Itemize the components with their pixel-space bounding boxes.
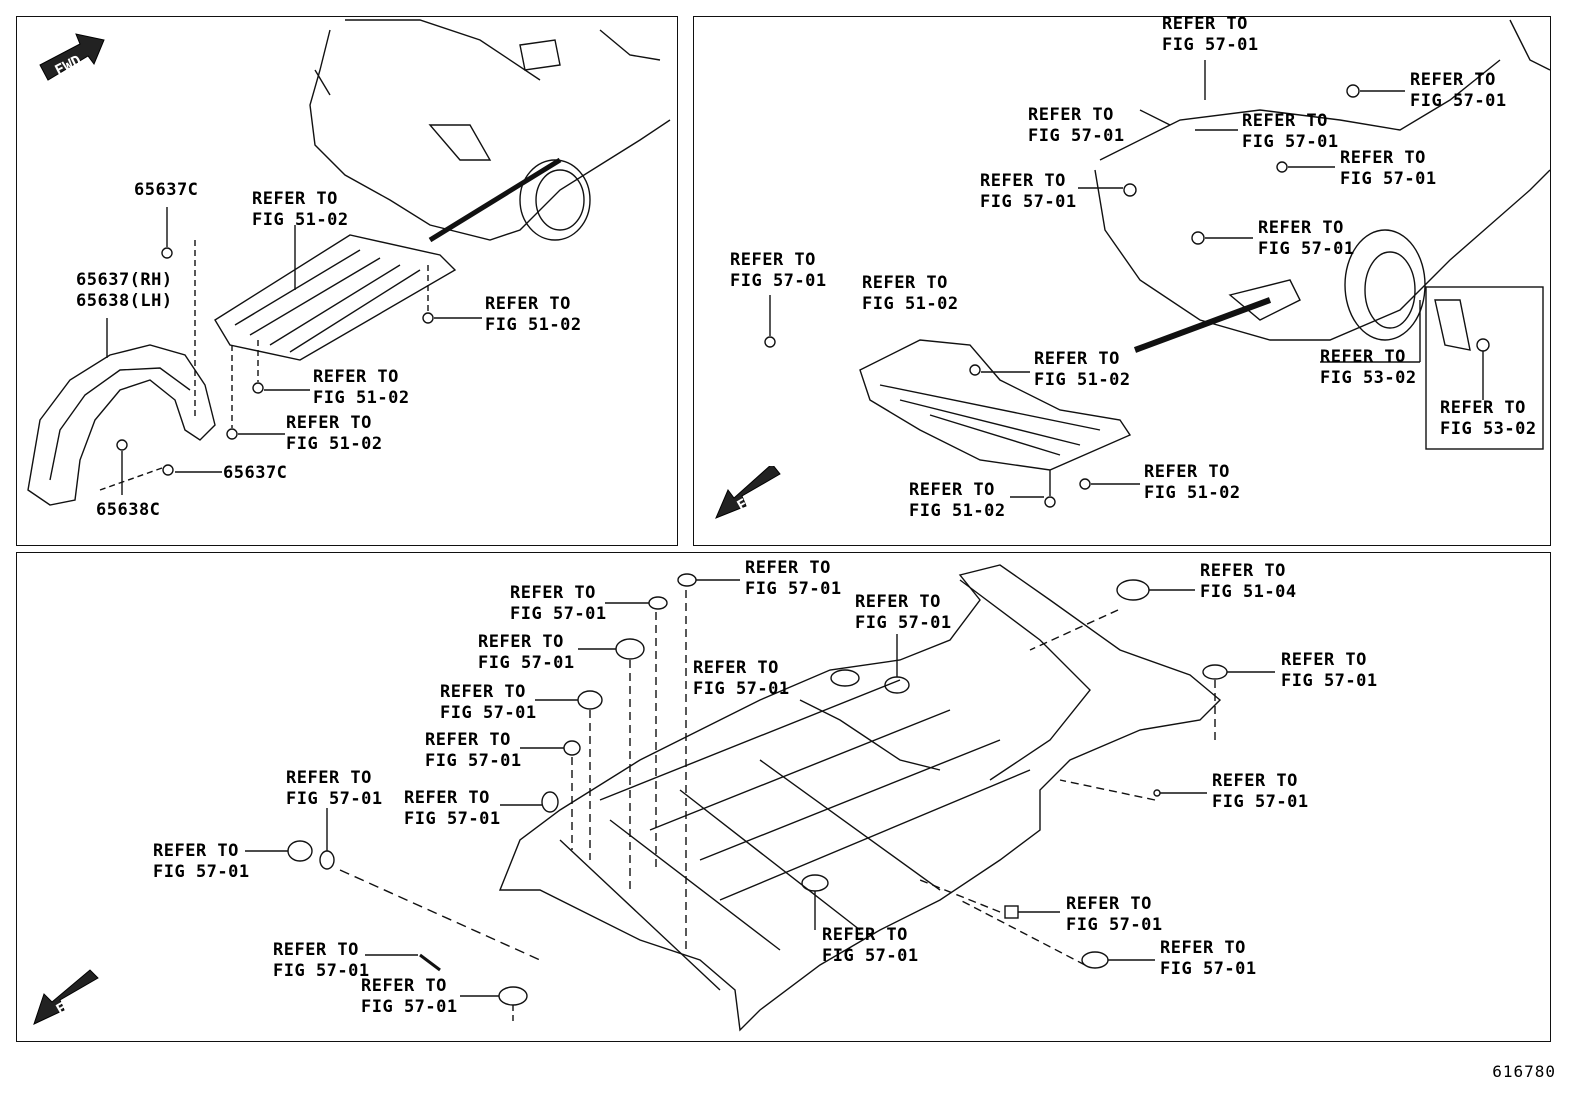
fwd-arrow-icon: FWD (39, 33, 105, 81)
part-label: 65638C (96, 500, 161, 520)
panel-top-right (693, 16, 1551, 546)
car-body-outline (309, 29, 671, 241)
fwd-arrow-icon: FWD (33, 969, 99, 1025)
fender-liner (27, 344, 216, 506)
svg-text:FWD: FWD (53, 990, 85, 1019)
panel-top-left (16, 16, 678, 546)
floor-pan-outline (498, 564, 1222, 1032)
svg-text:FWD: FWD (734, 486, 766, 515)
part-label: 65637C (223, 463, 288, 483)
panel-bottom (16, 552, 1551, 1042)
part-label: 65637C (134, 180, 199, 200)
front-under-cover (859, 339, 1132, 471)
diagram-number: 616780 (1492, 1062, 1556, 1081)
part-label: 65637(RH)65638(LH) (76, 270, 173, 311)
rear-under-cover (214, 234, 457, 361)
front-bumper-outline (1094, 169, 1551, 341)
fwd-arrow-icon: FWD (715, 466, 781, 519)
